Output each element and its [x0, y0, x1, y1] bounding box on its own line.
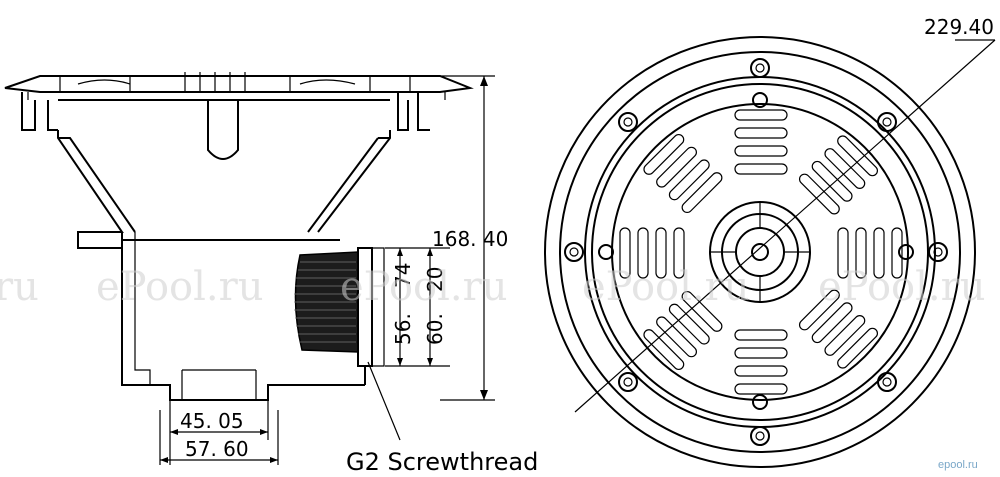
watermarks: ru ePool.ru ePool.ru ePool.ru ePool.ru	[0, 264, 986, 310]
svg-text:ePool.ru: ePool.ru	[582, 264, 750, 310]
grill-slots	[619, 109, 903, 395]
thread-diameter-b: 60.	[423, 313, 447, 345]
brand-logo-text: epool.ru	[938, 459, 978, 471]
svg-text:ru: ru	[0, 264, 39, 310]
outer-diameter-label: 229.40	[924, 15, 994, 39]
inner-width-label: 45. 05	[180, 409, 244, 433]
svg-text:ePool.ru: ePool.ru	[818, 264, 986, 310]
overall-height-label: 168. 40	[432, 227, 508, 251]
thread-length-b: 20	[423, 267, 447, 292]
thread-hatching	[294, 261, 356, 343]
top-view: 229.40	[544, 15, 996, 468]
svg-text:ePool.ru: ePool.ru	[96, 264, 264, 310]
svg-text:ePool.ru: ePool.ru	[340, 264, 508, 310]
side-view: 168. 40 74 20 56. 60. 45. 05 57. 60 G2 S…	[4, 72, 538, 476]
thread-length-a: 74	[391, 263, 415, 288]
thread-diameter-a: 56.	[391, 313, 415, 345]
thread-callout-label: G2 Screwthread	[346, 448, 538, 476]
center-hub	[709, 201, 811, 303]
outer-width-label: 57. 60	[185, 437, 249, 461]
bolt-holes	[564, 58, 948, 446]
